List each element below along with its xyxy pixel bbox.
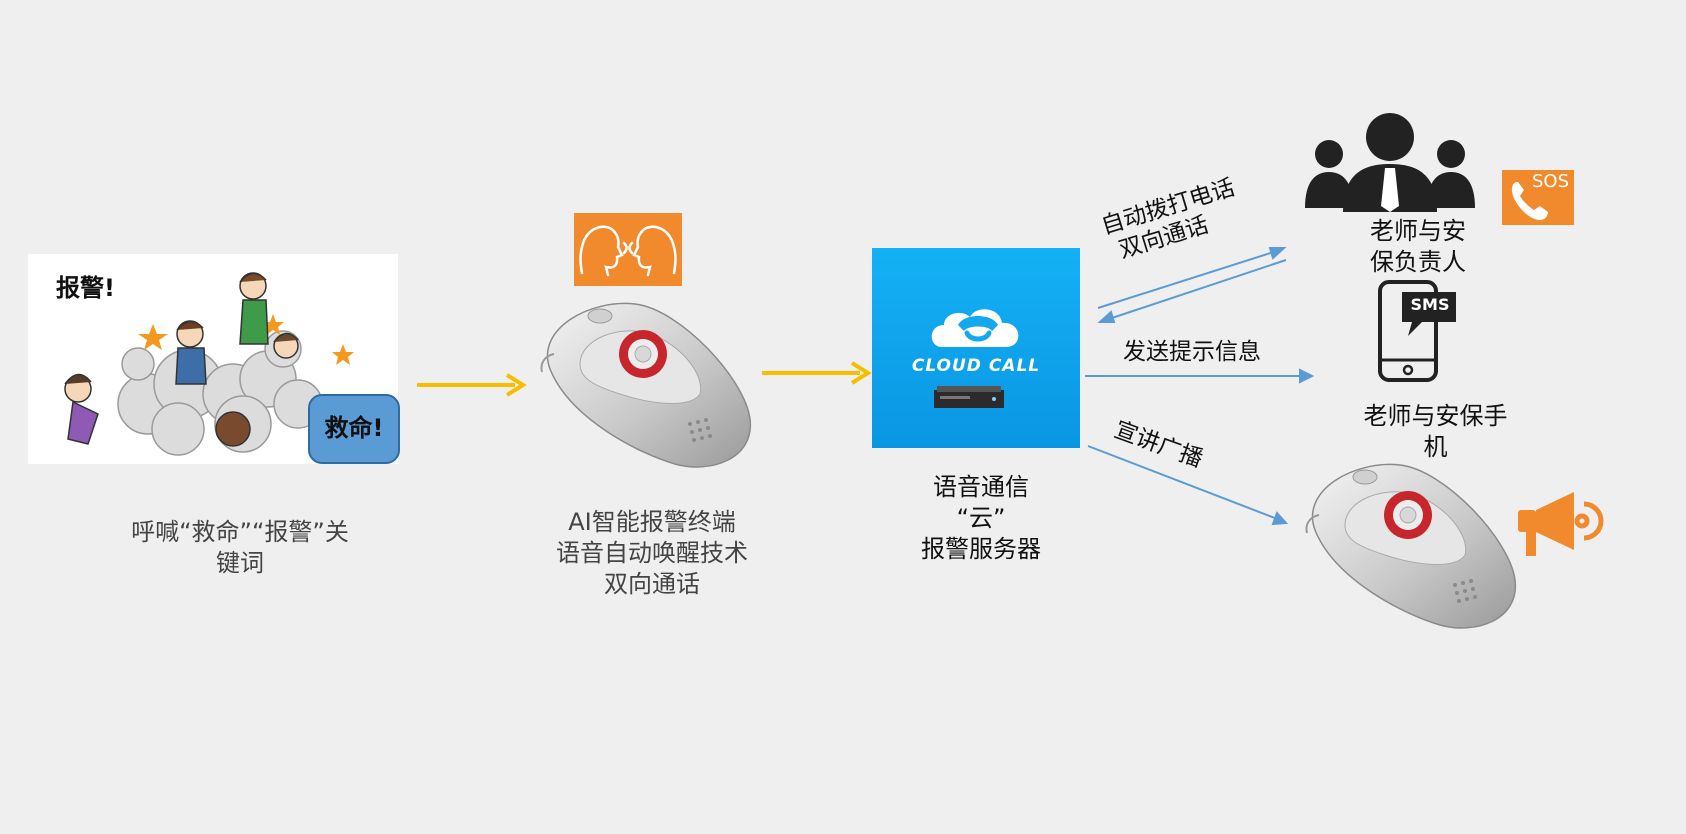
flow-arrow-1: [417, 373, 527, 397]
phone-caption: 老师与安保手 机: [1348, 401, 1523, 463]
scene-caption-line-2: 键词: [216, 549, 264, 577]
server-icon: [934, 386, 1004, 408]
call-arrow-inbound-head: [1097, 310, 1116, 323]
terminal-caption: AI智能报警终端 语音自动唤醒技术 双向通话: [522, 507, 782, 600]
server-caption-line-3: 报警服务器: [921, 535, 1041, 563]
people-caption-line-2: 保负责人: [1370, 248, 1466, 276]
terminal-caption-line-1: AI智能报警终端: [568, 508, 736, 536]
scene-caption-line-1: 呼喊“救命”“报警”关: [131, 518, 349, 546]
broadcast-terminal-device: [1305, 463, 1516, 629]
people-icon: [1305, 113, 1475, 212]
speaking-heads-icon: [574, 213, 682, 286]
link-arrows: [1085, 247, 1315, 526]
flow-arrow-2: [762, 361, 872, 385]
megaphone-icon: [1518, 492, 1604, 556]
sms-badge-label: SMS: [1410, 295, 1450, 314]
call-arrow-outbound-head: [1268, 247, 1287, 260]
call-arrow-outbound: [1097, 249, 1281, 309]
sos-badge-label: SOS: [1532, 171, 1570, 192]
server-caption: 语音通信 “云” 报警服务器: [876, 472, 1086, 565]
cloud-phone-icon: [931, 309, 1019, 347]
phone-caption-line-2: 机: [1423, 433, 1448, 461]
server-caption-line-1: 语音通信: [933, 473, 1029, 501]
scene-caption: 呼喊“救命”“报警”关 键词: [90, 517, 390, 579]
terminal-caption-line-2: 语音自动唤醒技术: [556, 539, 748, 567]
call-arrow-inbound: [1105, 259, 1287, 321]
cloud-call-server-panel: CLOUD CALL: [872, 248, 1080, 448]
scene-panel: 报警! 救命!: [28, 254, 400, 464]
broadcast-arrow-head: [1271, 511, 1289, 526]
terminal-caption-line-3: 双向通话: [604, 570, 700, 598]
sms-arrow-head: [1299, 368, 1315, 384]
cloud-call-logo-text: CLOUD CALL: [911, 356, 1041, 376]
help-shout-label: 救命!: [324, 414, 384, 442]
broadcast-arrow: [1087, 445, 1281, 521]
phone-sos-icon: SOS: [1502, 170, 1574, 225]
server-caption-line-2: “云”: [956, 504, 1006, 532]
smartphone-sms-icon: SMS: [1378, 280, 1458, 384]
help-speech-bubble: 救命!: [308, 394, 400, 464]
alarm-shout-label: 报警!: [56, 274, 115, 302]
sms-edge-label: 发送提示信息: [1123, 339, 1261, 365]
people-caption: 老师与安 保负责人: [1343, 216, 1493, 278]
phone-caption-line-1: 老师与安保手: [1363, 402, 1508, 430]
people-caption-line-1: 老师与安: [1370, 217, 1466, 245]
ai-alarm-terminal-device: [540, 302, 751, 468]
